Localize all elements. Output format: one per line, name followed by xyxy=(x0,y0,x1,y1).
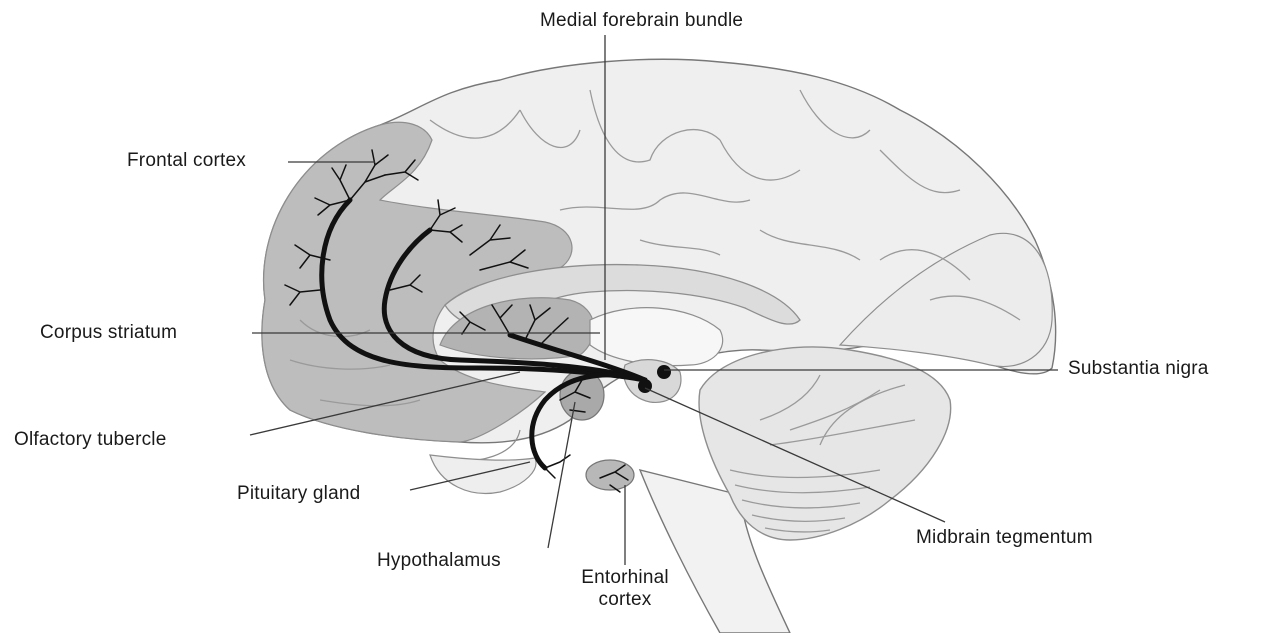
pituitary-gland-shape xyxy=(430,455,536,493)
label-entorhinal-cortex-line1: Entorhinal xyxy=(565,567,685,589)
label-olfactory-tubercle: Olfactory tubercle xyxy=(14,429,167,451)
label-entorhinal-cortex: Entorhinal cortex xyxy=(565,567,685,611)
label-midbrain-tegmentum: Midbrain tegmentum xyxy=(916,527,1093,549)
label-hypothalamus: Hypothalamus xyxy=(377,550,501,572)
substantia-nigra-nucleus xyxy=(657,365,671,379)
label-substantia-nigra: Substantia nigra xyxy=(1068,358,1209,380)
midbrain-region xyxy=(624,360,681,403)
label-entorhinal-cortex-line2: cortex xyxy=(565,589,685,611)
label-pituitary-gland: Pituitary gland xyxy=(237,483,360,505)
label-medial-forebrain-bundle: Medial forebrain bundle xyxy=(540,10,743,32)
label-corpus-striatum: Corpus striatum xyxy=(40,322,177,344)
label-frontal-cortex: Frontal cortex xyxy=(127,150,246,172)
